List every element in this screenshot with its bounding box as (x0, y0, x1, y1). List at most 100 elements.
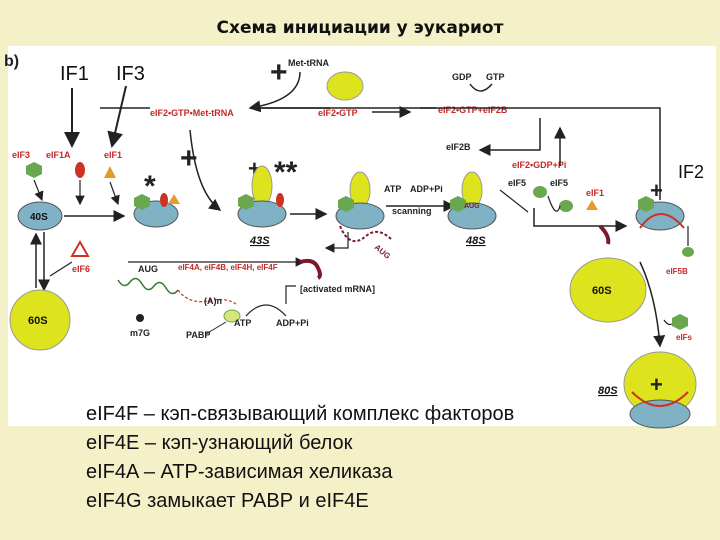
ribosome-60s-right (569, 257, 647, 323)
plus-top: + (270, 56, 288, 89)
aug-label-mrna: AUG (138, 264, 158, 274)
48s-eif3 (450, 196, 466, 212)
legend-block: eIF4F – кэп-связывающий комплекс факторо… (86, 400, 514, 516)
if3-arrow (107, 85, 127, 148)
mrna-complex-eif3 (338, 196, 354, 212)
released-mrna-fragment (598, 224, 611, 245)
m7g-cap-icon (136, 314, 144, 322)
60s-join-arrow (639, 261, 666, 348)
panel-mark: b) (4, 53, 19, 70)
legend-eif4f: eIF4F – кэп-связывающий комплекс факторо… (86, 403, 515, 425)
adp-pi-label-b: ADP+Pi (276, 318, 309, 328)
ribosome-80s-small (629, 399, 691, 429)
plus-80s: + (650, 372, 663, 397)
ternary-join-arrow (189, 129, 222, 211)
eif5-icon (533, 186, 547, 198)
eif2b-label: eIF2B (446, 142, 471, 152)
legend-eif4g: eIF4G замыкает РАВР и eIF4E (86, 490, 369, 512)
atp-label: ATP (384, 184, 401, 194)
eif1a-label: eIF1A (46, 150, 71, 160)
eif6-icon (70, 239, 90, 257)
eif1-right-icon (586, 200, 598, 210)
eifs-icon (672, 314, 688, 330)
aug-label-48s: AUG (464, 203, 480, 210)
met-trna-arrow (248, 71, 301, 113)
ribosome-60s-left (9, 289, 71, 351)
60s-right-label: 60S (592, 285, 612, 297)
eif5-icon-b (559, 200, 573, 212)
star-two: ** (274, 156, 298, 189)
gdp-label: GDP (452, 72, 472, 82)
80s-mrna (631, 391, 689, 407)
m7g-label: m7G (130, 328, 150, 338)
eif1a-icon (75, 162, 85, 178)
if1-label: IF1 (60, 63, 89, 85)
eif1-bind-arrow (109, 181, 120, 206)
met-trna-label: Met-tRNA (288, 58, 329, 68)
eif2-gtp-label: eIF2•GTP (318, 108, 358, 118)
43s-eif1a (276, 193, 284, 207)
eif6-label: eIF6 (72, 264, 90, 274)
80s-label: 80S (598, 385, 618, 397)
eifs-release-link (663, 319, 673, 326)
poly-a-label: (A)n (204, 296, 222, 306)
mrna-wavy-strand (117, 277, 179, 295)
48s-label: 48S (465, 235, 486, 247)
eif1-icon (104, 166, 116, 178)
initiation-diagram-panel (8, 46, 716, 426)
mrna-recruit-arrow (324, 232, 349, 253)
40s-label: 40S (30, 212, 48, 223)
eif2-gtp-eif2b-label: eIF2•GTP+eIF2B (438, 105, 508, 115)
gdp-gtp-exchange-arrow (469, 83, 493, 92)
eif2-gtp-met-label: eIF2•GTP•Met-tRNA (150, 108, 234, 118)
eif2-gtp-body (326, 71, 364, 101)
aug-label-scanning: AUG (373, 243, 392, 261)
pabp-label: PABP (186, 330, 210, 340)
eif5b-icon (682, 247, 694, 257)
43s-eif2 (251, 165, 273, 207)
eif5-forward-arrow (533, 208, 628, 232)
60s-left-label: 60S (28, 315, 48, 327)
legend-eif4a: eIF4A – АТР-зависимая хеликаза (86, 461, 393, 483)
pabp-pointer (205, 321, 227, 335)
eif6-link (49, 261, 73, 277)
eif3-icon (26, 162, 42, 178)
right-mrna-loop (639, 213, 685, 229)
eif5-label-b: eIF5 (550, 178, 568, 188)
right-eif3 (638, 196, 654, 212)
eif5-label: eIF5 (508, 178, 526, 188)
eif5b-label: eIF5B (666, 267, 688, 276)
eif3-label: eIF3 (12, 150, 30, 160)
complex1-eif1a (160, 193, 168, 207)
ternary-top-line (250, 107, 661, 200)
plus-right: + (650, 178, 663, 203)
complex1-eif3 (134, 194, 150, 210)
eif5-curl (547, 195, 561, 212)
if2-label: IF2 (678, 162, 704, 182)
slide-title: Схема инициации у эукариот (216, 18, 504, 38)
eifs-label: eIFs (676, 333, 693, 342)
gtp-label: GTP (486, 72, 505, 82)
eif4-factors-label: eIF4A, eIF4B, eIF4H, eIF4F (178, 263, 278, 272)
if3-label: IF3 (116, 63, 145, 85)
star-one: * (144, 170, 156, 203)
eif3-bind-arrow (33, 179, 44, 202)
eif2-gdp-pi-label: eIF2•GDP+Pi (512, 160, 566, 170)
eif4f-complex-icon (299, 258, 322, 280)
adp-pi-label: ADP+Pi (410, 184, 443, 194)
eif2b-return-arrow (478, 118, 541, 156)
eif1-right-label: eIF1 (586, 188, 604, 198)
poly-a-tail (177, 289, 237, 305)
eif1-label: eIF1 (104, 150, 122, 160)
mrna-strand (339, 225, 393, 243)
43s-label: 43S (249, 235, 270, 247)
ribosome-40s (17, 201, 63, 231)
atp-hydrolysis-arc (245, 304, 287, 317)
legend-eif4e: eIF4E – кэп-узнающий белок (86, 432, 353, 454)
activated-mrna-arrow (285, 285, 296, 304)
activated-mrna-label: [activated mRNA] (300, 284, 375, 294)
scanning-label: scanning (392, 206, 432, 216)
43s-eif3 (238, 194, 254, 210)
pabp-icon (223, 309, 241, 323)
